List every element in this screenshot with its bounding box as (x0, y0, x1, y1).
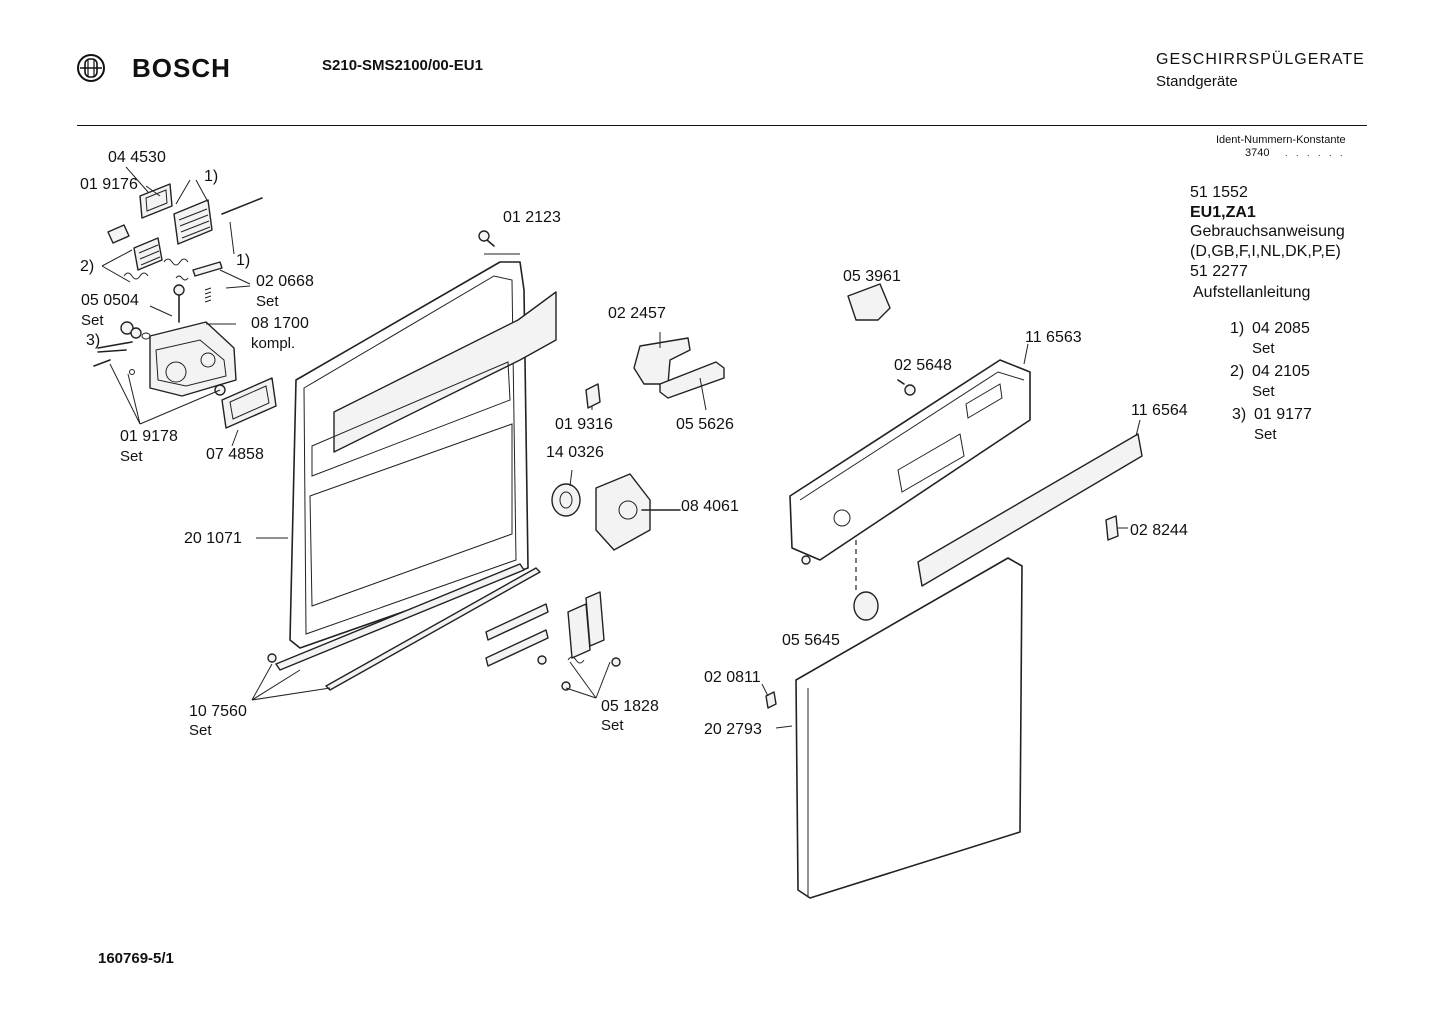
part-number-107560-sub: Set (189, 722, 212, 739)
cap-part (107, 224, 130, 244)
part-number-019178: 01 9178 (120, 428, 178, 445)
part-number-202793: 20 2793 (704, 721, 762, 738)
switch-part (585, 383, 601, 409)
part-number-116564: 11 6564 (1131, 402, 1188, 419)
doc2-name: Aufstellanleitung (1193, 284, 1311, 301)
doc2-number: 51 2277 (1190, 263, 1248, 280)
part-number-019316: 01 9316 (555, 416, 613, 433)
footnote-ref-2: 2) (80, 258, 95, 275)
doc1-languages: (D,GB,F,I,NL,DK,P,E) (1190, 243, 1341, 260)
part-number-020668-sub: Set (256, 293, 279, 310)
part-number-116563: 11 6563 (1025, 329, 1082, 346)
footnote-ref-1: 1) (204, 168, 219, 185)
category-title: GESCHIRRSPÜLGERATE (1156, 51, 1365, 68)
part-number-022457: 02 2457 (608, 305, 666, 322)
doc1-region: EU1,ZA1 (1190, 204, 1256, 221)
footnote-number: 01 9177 (1254, 406, 1312, 423)
bracket-part (633, 337, 691, 385)
inner-door-panel (289, 253, 557, 649)
doc1-number: 51 1552 (1190, 184, 1248, 201)
footnote-ref-1: 1) (236, 252, 251, 269)
leader-lines (101, 166, 1141, 729)
footnote-key: 2) (1230, 363, 1245, 380)
seal-strip (221, 197, 263, 215)
part-number-201071: 20 1071 (184, 530, 242, 547)
bolt-part (173, 275, 189, 323)
dispenser-assembly (149, 321, 237, 397)
timer-part (595, 473, 681, 551)
handle-part (659, 361, 725, 399)
part-number-140326: 14 0326 (546, 444, 604, 461)
part-number-051828: 05 1828 (601, 698, 659, 715)
part-number-019178-sub: Set (120, 448, 143, 465)
dispenser-seal (221, 377, 277, 429)
part-number-074858: 07 4858 (206, 446, 264, 463)
bosch-armature-icon (77, 54, 105, 82)
part-number-051828-sub: Set (601, 717, 624, 734)
ident-dots: . . . . . . (1285, 148, 1346, 158)
footnote-number: 04 2105 (1252, 363, 1310, 380)
footnote-ref-3: 3) (86, 332, 101, 349)
footnote-sub: Set (1254, 426, 1277, 443)
end-cap (1105, 515, 1119, 541)
footnote-sub: Set (1252, 383, 1275, 400)
part-number-084061: 08 4061 (681, 498, 739, 515)
clip-part (765, 691, 777, 709)
model-number: S210-SMS2100/00-EU1 (322, 57, 483, 74)
part-number-081700: 08 1700 (251, 315, 309, 332)
terminal-clip (847, 283, 891, 321)
doc1-name: Gebrauchsanweisung (1190, 223, 1345, 240)
control-panel (789, 359, 1031, 565)
footnote-key: 3) (1232, 406, 1247, 423)
part-number-019176: 01 9176 (80, 176, 138, 193)
footnote-sub: Set (1252, 340, 1275, 357)
screw-part (897, 379, 916, 396)
lock-parts (485, 591, 621, 691)
header-divider (77, 125, 1367, 126)
part-number-020811: 02 0811 (704, 669, 761, 686)
ident-title: Ident-Nummern-Konstante (1216, 134, 1346, 146)
front-door-panel (795, 557, 1023, 899)
knob-part (551, 483, 581, 517)
footnote-number: 04 2085 (1252, 320, 1310, 337)
part-number-020668: 02 0668 (256, 273, 314, 290)
part-number-025648: 02 5648 (894, 357, 952, 374)
brand-name: BOSCH (132, 53, 231, 83)
filter-grille-part (133, 199, 213, 271)
window-frame-part (139, 183, 173, 219)
door-rails (267, 563, 541, 691)
part-number-107560: 10 7560 (189, 703, 247, 720)
category-subtitle: Standgeräte (1156, 73, 1238, 90)
part-number-053961: 05 3961 (843, 268, 901, 285)
panel-cover (917, 433, 1143, 587)
part-number-050504: 05 0504 (81, 292, 139, 309)
part-number-028244: 02 8244 (1130, 522, 1188, 539)
drawing-number: 160769-5/1 (98, 950, 174, 967)
part-number-081700-sub: kompl. (251, 335, 296, 352)
screw-part (478, 230, 495, 247)
part-number-012123: 01 2123 (503, 209, 561, 226)
sensor-caps (93, 321, 158, 375)
ident-value: 3740 (1245, 147, 1270, 159)
footnote-key: 1) (1230, 320, 1245, 337)
selector-knob (853, 591, 879, 621)
part-number-055626: 05 5626 (676, 416, 734, 433)
part-number-044530: 04 4530 (108, 149, 166, 166)
spring-parts (123, 258, 223, 303)
part-number-055645: 05 5645 (782, 632, 840, 649)
part-number-050504-sub: Set (81, 312, 104, 329)
